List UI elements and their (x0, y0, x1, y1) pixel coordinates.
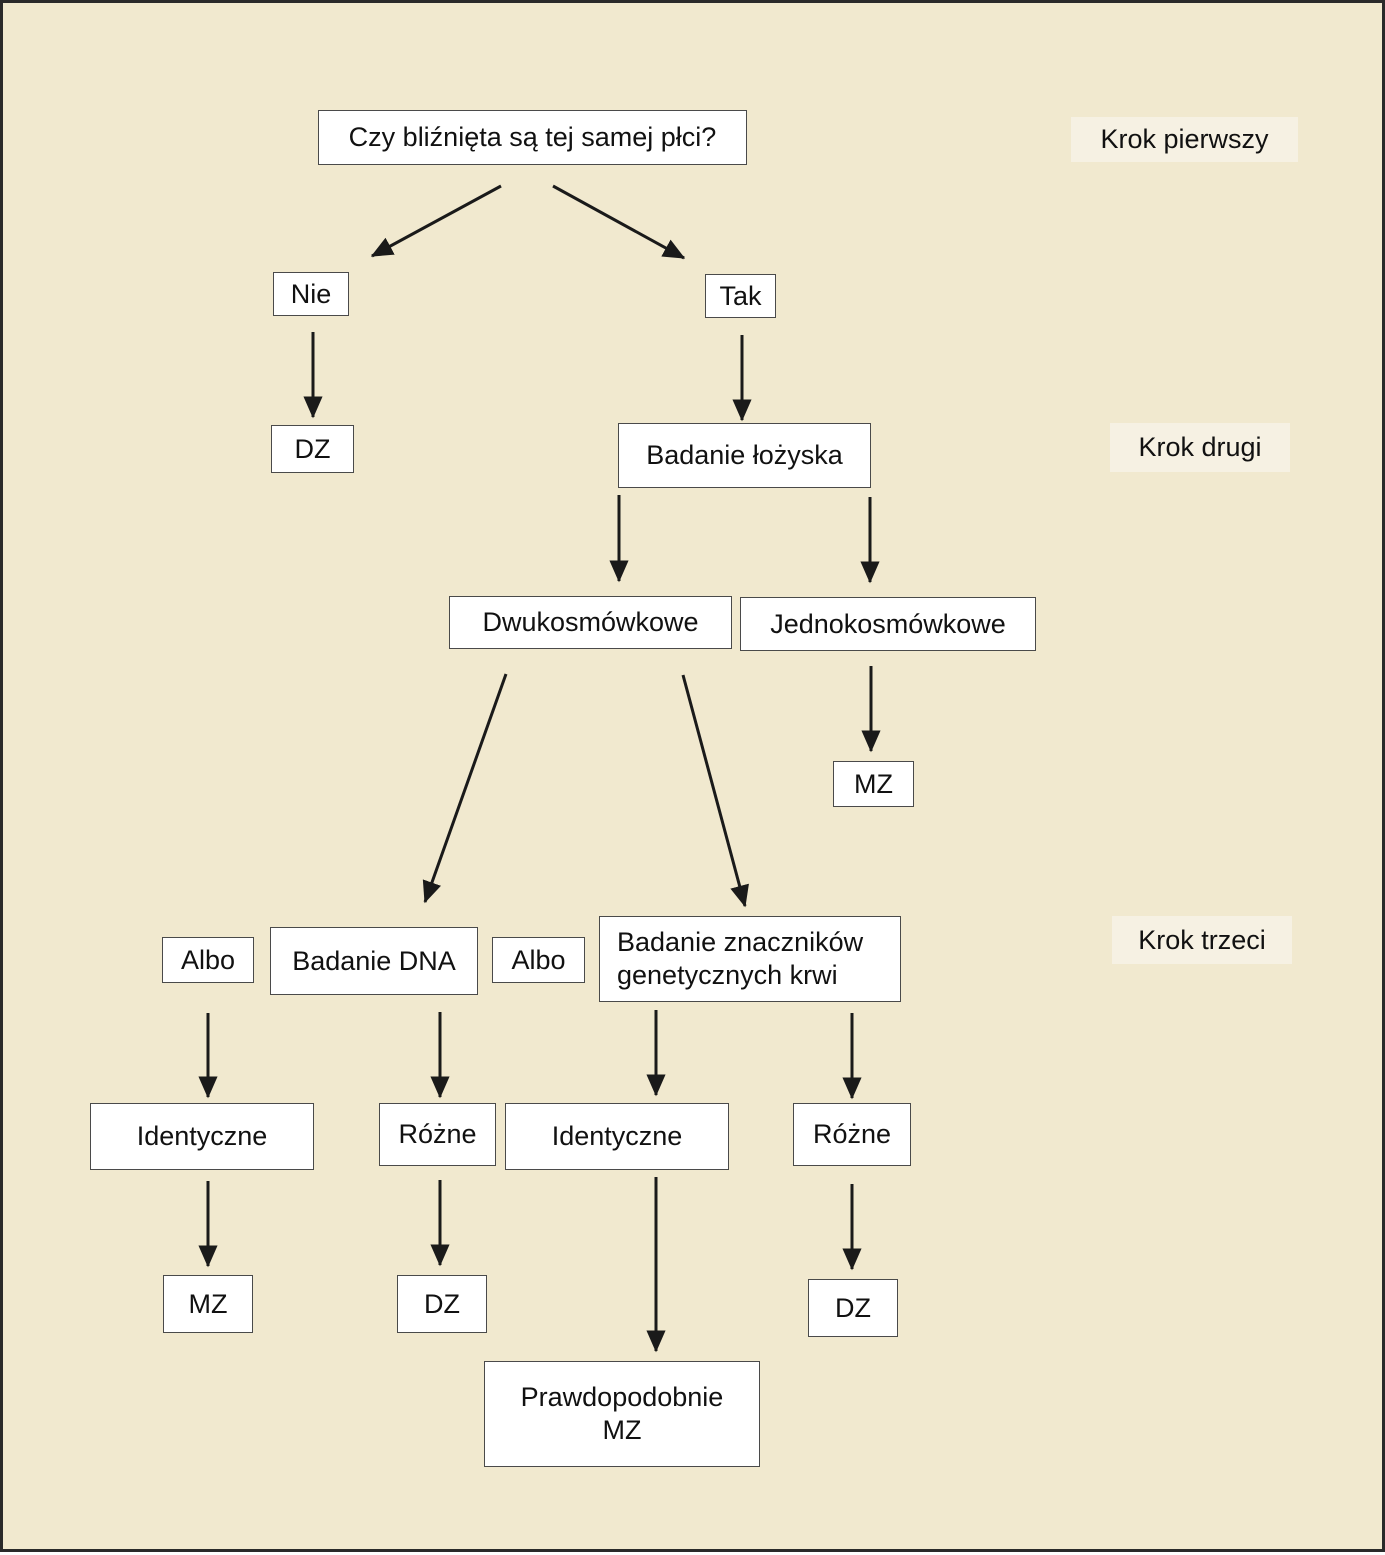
blood-identical-box: Identyczne (505, 1103, 729, 1170)
question-same-sex-box: Czy bliźnięta są tej samej płci? (318, 110, 747, 165)
dna-identical-box: Identyczne (90, 1103, 314, 1170)
blood-different-box: Różne (793, 1103, 911, 1166)
flowchart-arrows (198, 184, 881, 1353)
blood-markers-box: Badanie znaczników genetycznych krwi (599, 916, 901, 1002)
monochorionic-box: Jednokosmówkowe (740, 597, 1036, 651)
or-left-box: Albo (162, 937, 254, 983)
result-dz-different-sex-box: DZ (271, 425, 354, 473)
result-probably-mz-box: Prawdopodobnie MZ (484, 1361, 760, 1467)
step-label-second: Krok drugi (1110, 423, 1290, 472)
arrow-question-to-no (370, 184, 502, 258)
dichorionic-box: Dwukosmówkowe (449, 596, 732, 649)
dna-test-box: Badanie DNA (270, 927, 478, 995)
result-mz-monochorionic-box: MZ (833, 761, 914, 807)
placenta-exam-box: Badanie łożyska (618, 423, 871, 488)
result-dz-blood-box: DZ (808, 1279, 898, 1337)
step-label-first: Krok pierwszy (1071, 117, 1298, 162)
answer-yes-box: Tak (705, 274, 776, 318)
arrow-dichorionic-to-blood (681, 674, 749, 908)
dna-different-box: Różne (379, 1103, 496, 1166)
answer-no-box: Nie (273, 272, 349, 316)
arrow-dichorionic-to-dna (422, 673, 508, 904)
or-right-box: Albo (492, 937, 585, 983)
result-mz-dna-box: MZ (163, 1275, 253, 1333)
arrow-question-to-yes (552, 184, 686, 260)
step-label-third: Krok trzeci (1112, 916, 1292, 964)
result-dz-dna-box: DZ (397, 1275, 487, 1333)
